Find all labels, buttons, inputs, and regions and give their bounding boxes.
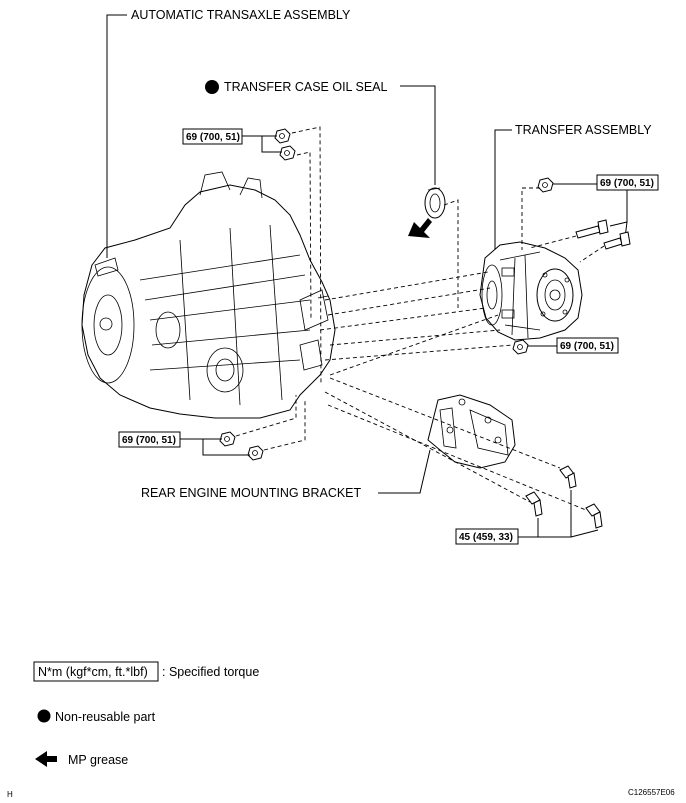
bracket-bolts — [525, 465, 603, 529]
top-left-nuts — [274, 128, 296, 161]
grease-arrow-icon — [408, 218, 432, 238]
torque-bottom: 45 (459, 33) — [459, 532, 513, 543]
transfer-dashed-lines — [319, 271, 514, 376]
mounting-bracket-drawing — [427, 394, 516, 469]
transfer-leader — [494, 129, 512, 250]
lower-left-nuts — [219, 431, 264, 461]
transfer-assembly-label: TRANSFER ASSEMBLY — [515, 123, 652, 137]
bracket-leader — [378, 449, 431, 494]
legend-grease-arrow-icon — [35, 751, 57, 767]
oil-seal-drawing — [424, 187, 446, 219]
torque-box-mid-right — [556, 337, 619, 354]
bracket-label: REAR ENGINE MOUNTING BRACKET — [141, 486, 362, 500]
top-right-bolts — [575, 219, 631, 250]
legend-nonreusable-dot-icon — [37, 709, 51, 723]
transaxle-label: AUTOMATIC TRANSAXLE ASSEMBLY — [131, 8, 351, 22]
torque-top-left: 69 (700, 51) — [186, 132, 240, 143]
legend-nonreusable: Non-reusable part — [55, 710, 156, 724]
oil-seal-label: TRANSFER CASE OIL SEAL — [224, 80, 388, 94]
torque-lower-left: 69 (700, 51) — [122, 435, 176, 446]
top-left-leader — [242, 135, 282, 153]
mid-right-nut — [512, 339, 529, 355]
torque-mid-right: 69 (700, 51) — [560, 341, 614, 352]
legend-grease: MP grease — [68, 753, 128, 767]
transfer-assembly-drawing — [479, 241, 583, 341]
legend-torque-box — [33, 661, 159, 682]
oil-seal-callout — [205, 80, 219, 94]
bracket-dashed-lines — [324, 377, 587, 511]
torque-box-lower-left — [118, 431, 181, 448]
footer-code: H — [7, 790, 13, 799]
figure-id: C126557E06 — [628, 788, 675, 797]
torque-box-bottom — [455, 528, 519, 545]
transaxle-callout-leader — [106, 14, 127, 258]
torque-top-right: 69 (700, 51) — [600, 178, 654, 189]
legend-torque-units: N*m (kgf*cm, ft.*lbf) — [38, 665, 148, 679]
torque-box-top-left — [182, 128, 243, 145]
legend-torque-desc: : Specified torque — [162, 665, 259, 679]
transaxle-assembly-drawing — [81, 171, 336, 419]
nonreusable-dot-icon — [205, 80, 219, 94]
top-right-nut — [537, 177, 554, 193]
